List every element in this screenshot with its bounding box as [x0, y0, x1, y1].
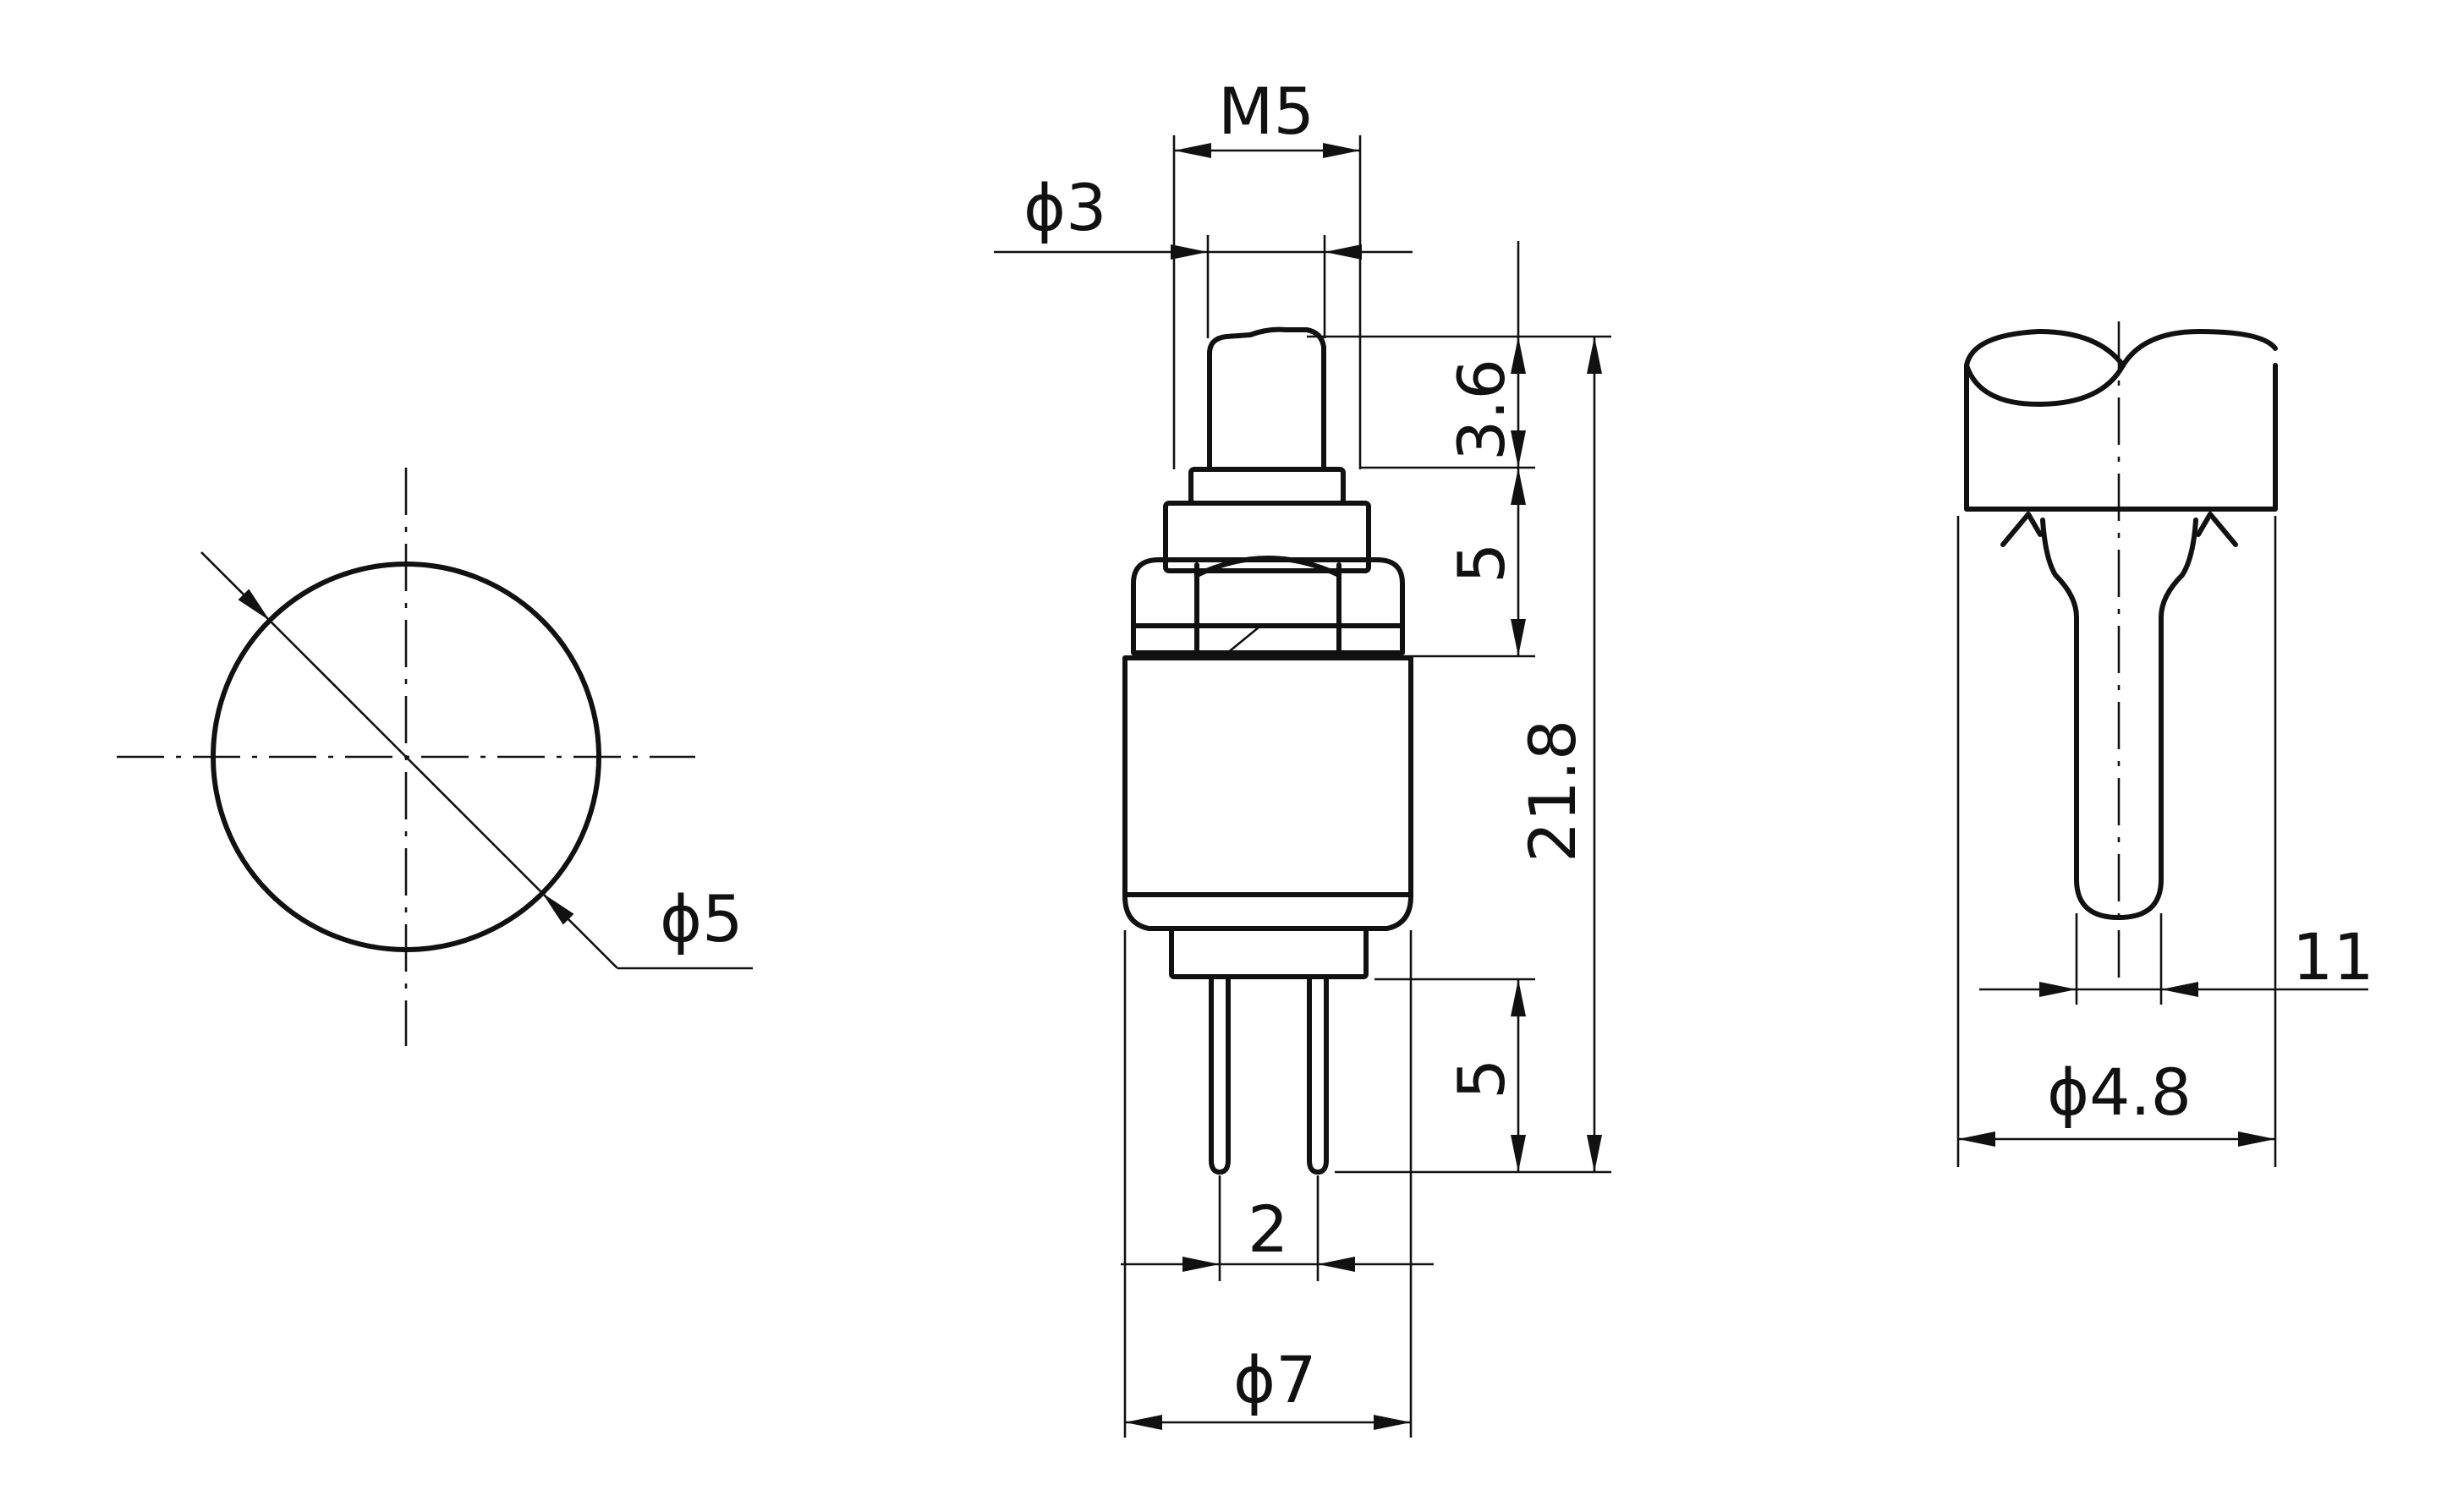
body-diameter-label: ϕ7	[1233, 1342, 1317, 1417]
terminal-width-label: 11	[2292, 919, 2374, 994]
terminal-view: 11 ϕ4.8	[1956, 321, 2374, 1167]
terminal-left-barb	[2000, 512, 2043, 547]
switch-base	[1169, 926, 1369, 979]
terminal-length-label: 5	[1444, 1059, 1519, 1099]
terminal-top-cylinder	[1964, 363, 2278, 512]
thread-dimension	[1172, 135, 1362, 469]
front-view: ϕ5	[117, 468, 753, 1046]
body-diameter-dimension	[1123, 930, 1413, 1438]
terminal-width-dimension	[1979, 913, 2368, 1005]
height-chain-dimension	[1307, 241, 1611, 658]
plunger-height-label: 3.6	[1444, 359, 1519, 461]
thread-label: M5	[1218, 74, 1314, 149]
terminal-diameter-dimension	[1956, 516, 2277, 1167]
plunger-diameter-label: ϕ3	[1023, 170, 1107, 245]
plunger	[1207, 326, 1326, 472]
bushing-collar	[1163, 501, 1371, 573]
terminal-pitch-dimension	[1121, 1175, 1434, 1281]
terminal-length-dimension	[1374, 978, 1535, 1172]
side-view: M5 ϕ3 3.6 5 21.8	[994, 74, 1611, 1438]
terminal-right-barb	[2196, 512, 2238, 547]
overall-height-label: 21.8	[1515, 720, 1590, 863]
hex-nut	[1131, 556, 1405, 655]
diameter-dimension	[200, 551, 753, 970]
overall-height-dimension	[1335, 337, 1611, 1174]
terminal-diameter-label: ϕ4.8	[2047, 1055, 2192, 1130]
threaded-bushing	[1188, 467, 1346, 506]
terminal-left	[1209, 974, 1231, 1175]
terminal-right	[1307, 974, 1329, 1175]
plunger-diameter-dimension	[994, 235, 1413, 338]
switch-body	[1122, 655, 1413, 931]
front-diameter-label: ϕ5	[660, 881, 743, 956]
terminal-pitch-label: 2	[1248, 1192, 1288, 1267]
bushing-height-label: 5	[1444, 543, 1519, 583]
